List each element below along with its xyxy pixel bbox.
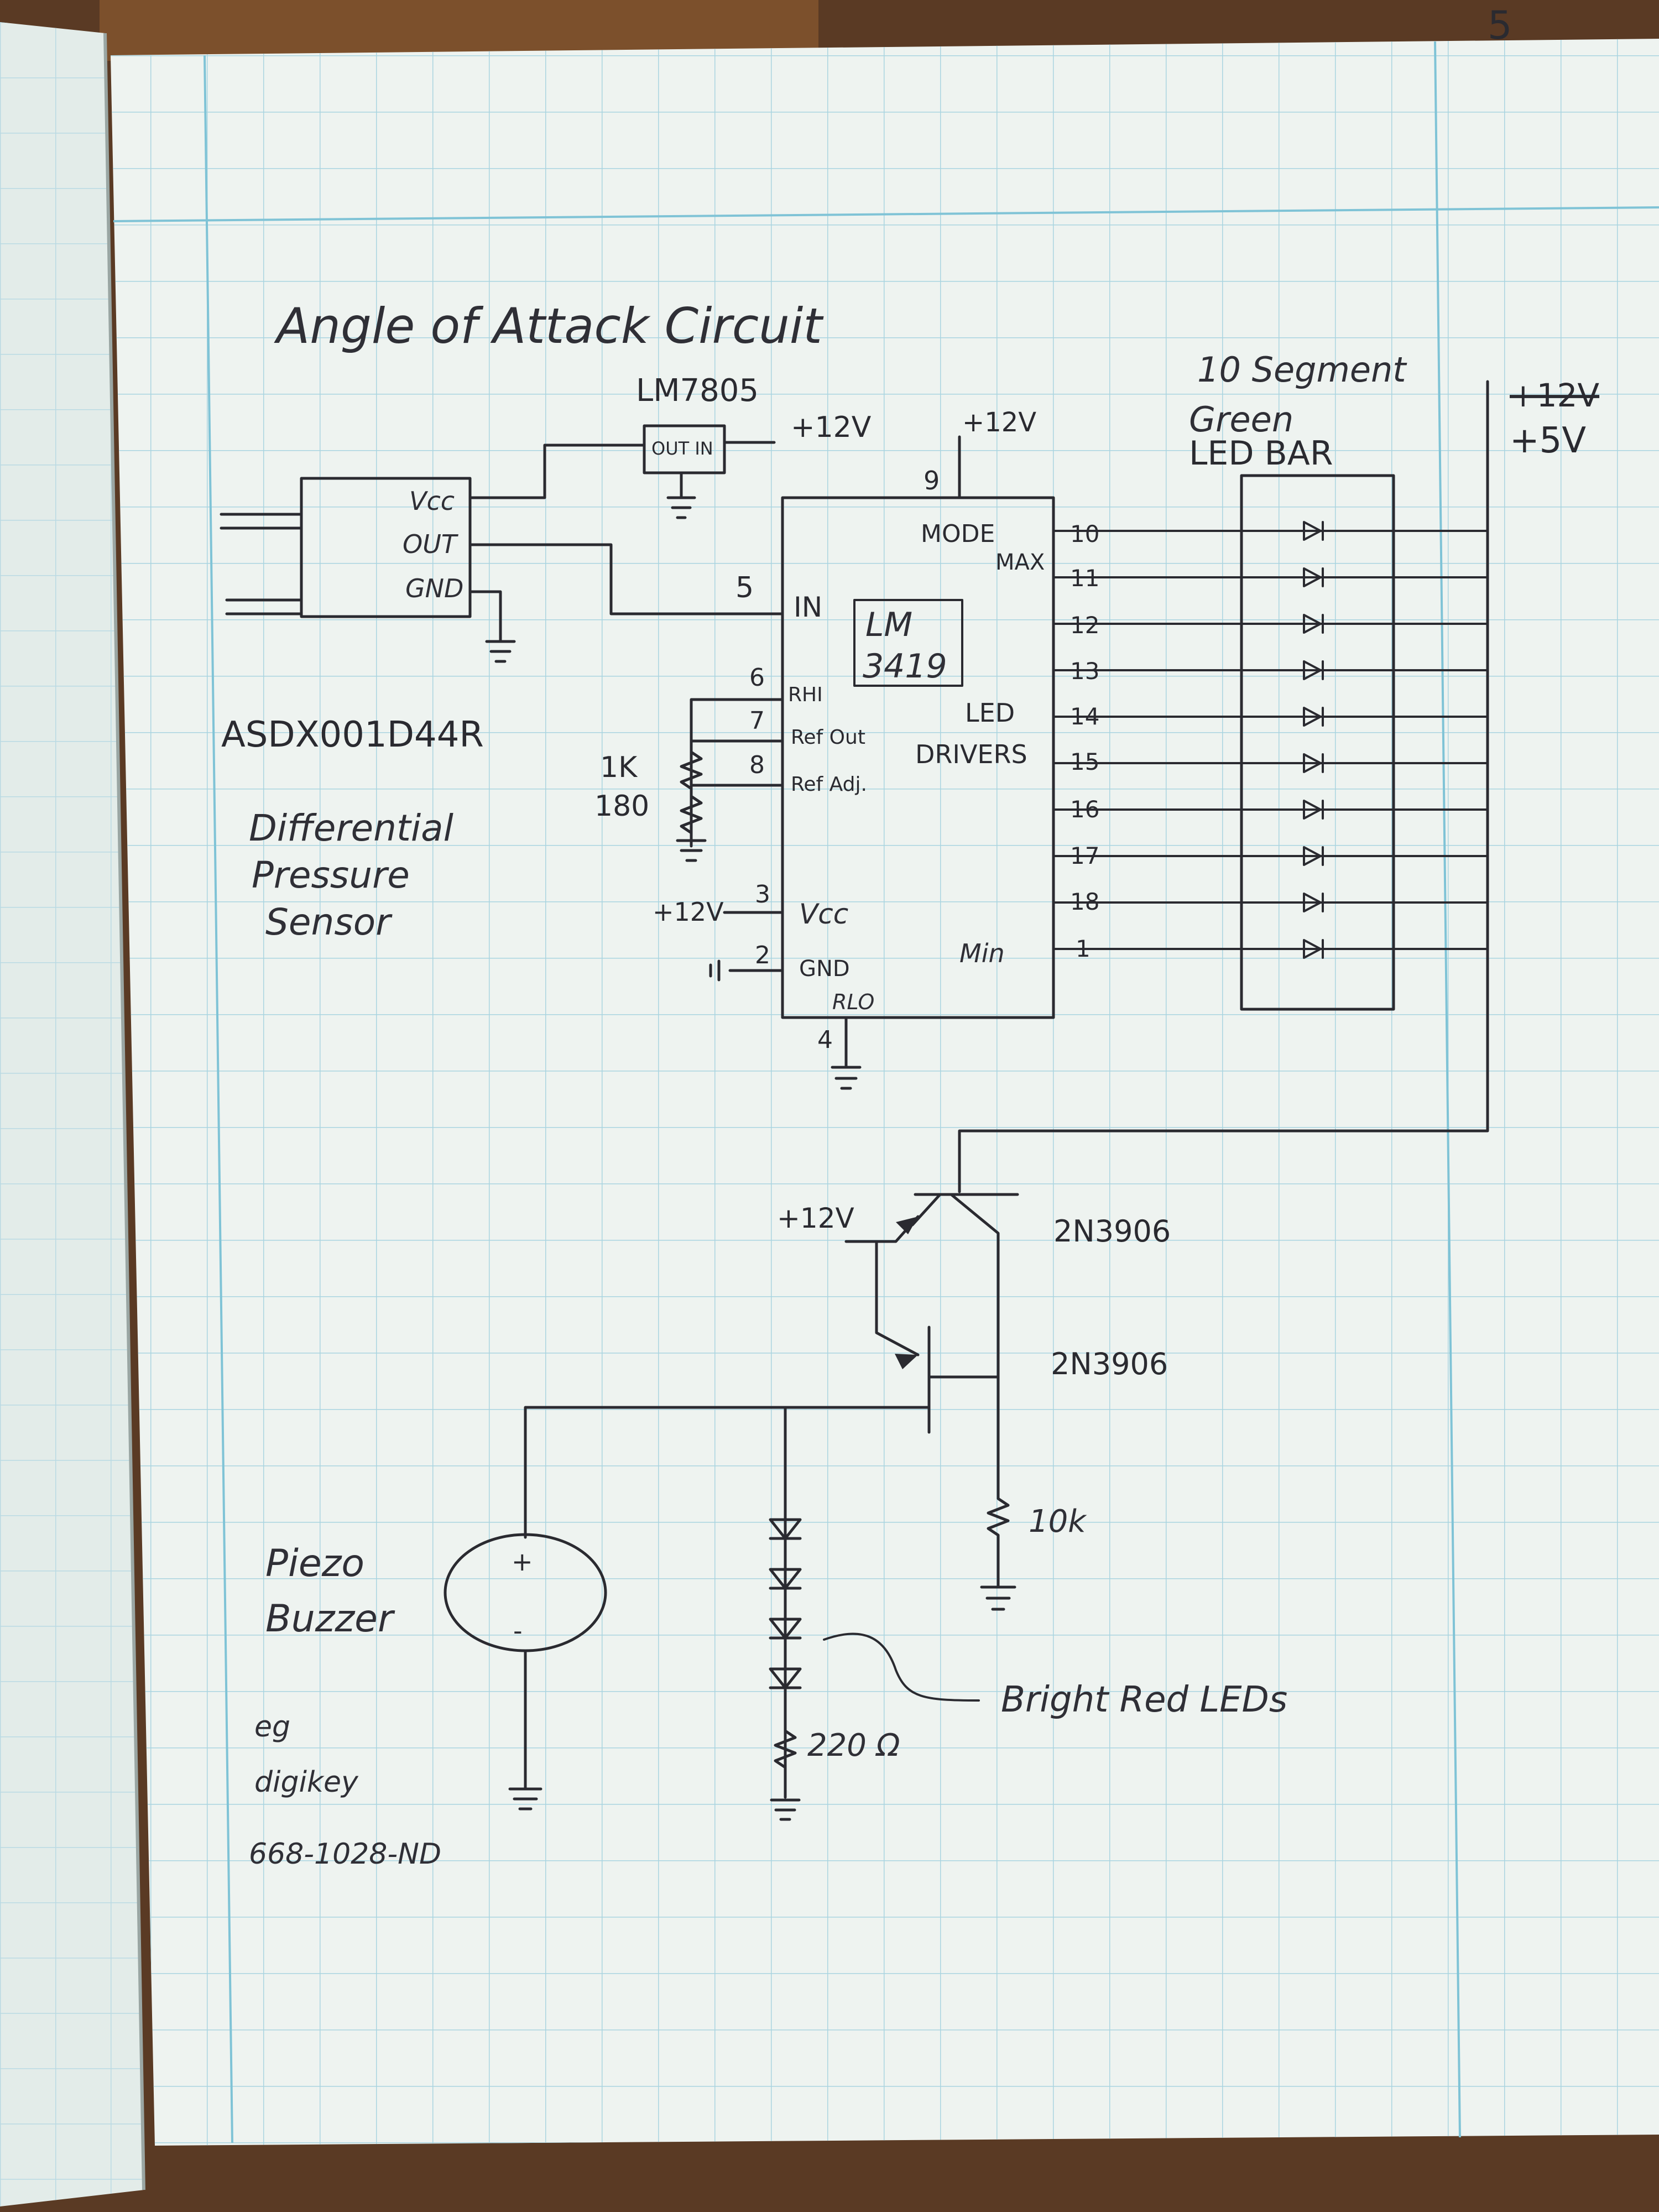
led-bar-segment-diode xyxy=(1303,800,1324,820)
transistor-q2: 2N3906 xyxy=(524,1240,1168,1539)
piezo-buzzer: + - Piezo Buzzer eg digikey 668-1028-ND xyxy=(249,1533,607,1871)
ic-output-pins: 10 11 12 13 14 15 16 17 18 1 xyxy=(1070,520,1099,962)
ic-max-label: MAX xyxy=(995,550,1045,575)
ref-resistor-1k: 1K xyxy=(600,751,638,784)
red-leds-label: Bright Red LEDs xyxy=(1001,1679,1287,1720)
buzzer-label-line2: Buzzer xyxy=(265,1597,395,1641)
ic-pin2-label: GND xyxy=(799,956,850,982)
reference-resistor-network: 1K 180 xyxy=(594,698,784,862)
buzzer-eg-vendor: digikey xyxy=(254,1766,359,1799)
ic-pin7-number: 7 xyxy=(749,707,765,735)
sensor-part-number: ASDX001D44R xyxy=(221,714,484,755)
sensor-description-line3: Sensor xyxy=(265,901,393,943)
sensor-pin-out: OUT xyxy=(403,529,459,559)
ic-output-pin: 12 xyxy=(1070,612,1099,639)
ic-pin6-number: 6 xyxy=(749,664,765,692)
ic-output-pin: 17 xyxy=(1070,842,1099,869)
ic-rlo-label: RLO xyxy=(832,990,874,1014)
ic-pin9-supply: +12V xyxy=(962,407,1036,438)
ic-pin6-label: RHI xyxy=(788,684,823,706)
regulator-supply: +12V xyxy=(791,411,872,444)
led-bar-segment-diode xyxy=(1303,893,1324,912)
sensor-description-line2: Pressure xyxy=(252,854,410,896)
ic-pin9-number: 9 xyxy=(924,466,940,495)
left-page xyxy=(0,22,145,2206)
led-bar-supply: +5V xyxy=(1510,420,1586,461)
ic-part-line1: LM xyxy=(865,606,912,644)
led-bar: 10 Segment Green LED BAR +12V +5V xyxy=(1189,349,1599,1011)
led-bar-segment-diode xyxy=(1303,614,1324,634)
ic-output-lines xyxy=(1052,530,1489,950)
diagram-title: Angle of Attack Circuit xyxy=(274,298,824,354)
led-bar-segment-diode xyxy=(1303,846,1324,866)
regulator-part: LM7805 xyxy=(636,373,759,409)
led-bar-supply-struck: +12V xyxy=(1510,377,1599,414)
ic-pin2-number: 2 xyxy=(755,941,770,969)
ic-pin3-number: 3 xyxy=(755,880,770,909)
ic-led-drivers-line1: LED xyxy=(965,698,1015,728)
pressure-sensor: Vcc OUT GND xyxy=(220,477,472,618)
ic-pin8-label: Ref Adj. xyxy=(791,773,867,796)
led-bar-label-line3: LED BAR xyxy=(1189,434,1333,473)
ic-output-pin: 16 xyxy=(1070,796,1099,823)
ic-output-pin: 1 xyxy=(1076,935,1091,962)
ic-output-pin: 18 xyxy=(1070,888,1099,915)
ic-output-pin: 10 xyxy=(1070,520,1099,547)
ref-resistor-180: 180 xyxy=(594,790,649,823)
led-bar-segment-diode xyxy=(1303,753,1324,773)
ic-mode-label: MODE xyxy=(921,520,995,548)
lm7805-regulator: LM7805 OUT IN +12V xyxy=(636,373,872,519)
led-bar-segment-diode xyxy=(1303,567,1324,587)
ic-in-label: IN xyxy=(794,591,822,623)
buzzer-minus: - xyxy=(513,1616,523,1646)
ic-output-pin: 14 xyxy=(1070,703,1099,730)
led-bar-segment-diode xyxy=(1303,660,1324,680)
led-bar-segment-diode xyxy=(1303,521,1324,541)
buzzer-plus: + xyxy=(512,1547,533,1577)
regulator-pins: OUT IN xyxy=(651,438,713,459)
ic-output-pin: 13 xyxy=(1070,658,1099,685)
resistor-220-label: 220 Ω xyxy=(807,1728,900,1764)
ic-pin7-label: Ref Out xyxy=(791,726,865,749)
q1-supply: +12V xyxy=(777,1202,854,1234)
lm3419-ic: +12V 9 MODE MAX 5 IN LM 3419 LED DRIVERS… xyxy=(653,407,1055,1090)
ic-pin4-number: 4 xyxy=(817,1026,833,1054)
led-bar-segment-diode xyxy=(1303,939,1324,959)
q2-part: 2N3906 xyxy=(1051,1347,1168,1381)
led-bar-segment-diode xyxy=(1303,707,1324,727)
led-bar-label-line2: Green xyxy=(1189,399,1293,440)
ic-pin8-number: 8 xyxy=(749,751,765,779)
q1-part: 2N3906 xyxy=(1053,1214,1171,1249)
sensor-wiring xyxy=(468,444,784,663)
sensor-description-line1: Differential xyxy=(249,807,454,849)
buzzer-eg-part: 668-1028-ND xyxy=(249,1838,441,1871)
buzzer-label-line1: Piezo xyxy=(265,1542,364,1585)
ic-in-pin-number: 5 xyxy=(735,571,754,604)
page-number: 5 xyxy=(1488,3,1512,48)
ic-vcc-supply: +12V xyxy=(653,897,724,927)
ic-output-pin: 15 xyxy=(1070,748,1099,775)
ic-output-pin: 11 xyxy=(1070,565,1099,592)
sensor-pin-gnd: GND xyxy=(405,573,463,603)
ic-min-label: Min xyxy=(959,938,1005,968)
ic-pin3-label: Vcc xyxy=(799,898,848,930)
right-page xyxy=(111,39,1659,2146)
ic-part-line2: 3419 xyxy=(863,647,947,686)
resistor-10k: 10k xyxy=(980,1356,1087,1611)
buzzer-eg: eg xyxy=(254,1710,290,1744)
led-bar-segments xyxy=(1303,521,1324,959)
transistor-q1: +12V 2N3906 xyxy=(777,955,1489,1359)
resistor-10k-label: 10k xyxy=(1029,1504,1087,1540)
ic-led-drivers-line2: DRIVERS xyxy=(915,739,1027,769)
led-bar-label-line1: 10 Segment xyxy=(1197,349,1407,390)
red-led-string: 220 Ω Bright Red LEDs xyxy=(769,1516,1287,1821)
sensor-pin-vcc: Vcc xyxy=(409,486,455,516)
